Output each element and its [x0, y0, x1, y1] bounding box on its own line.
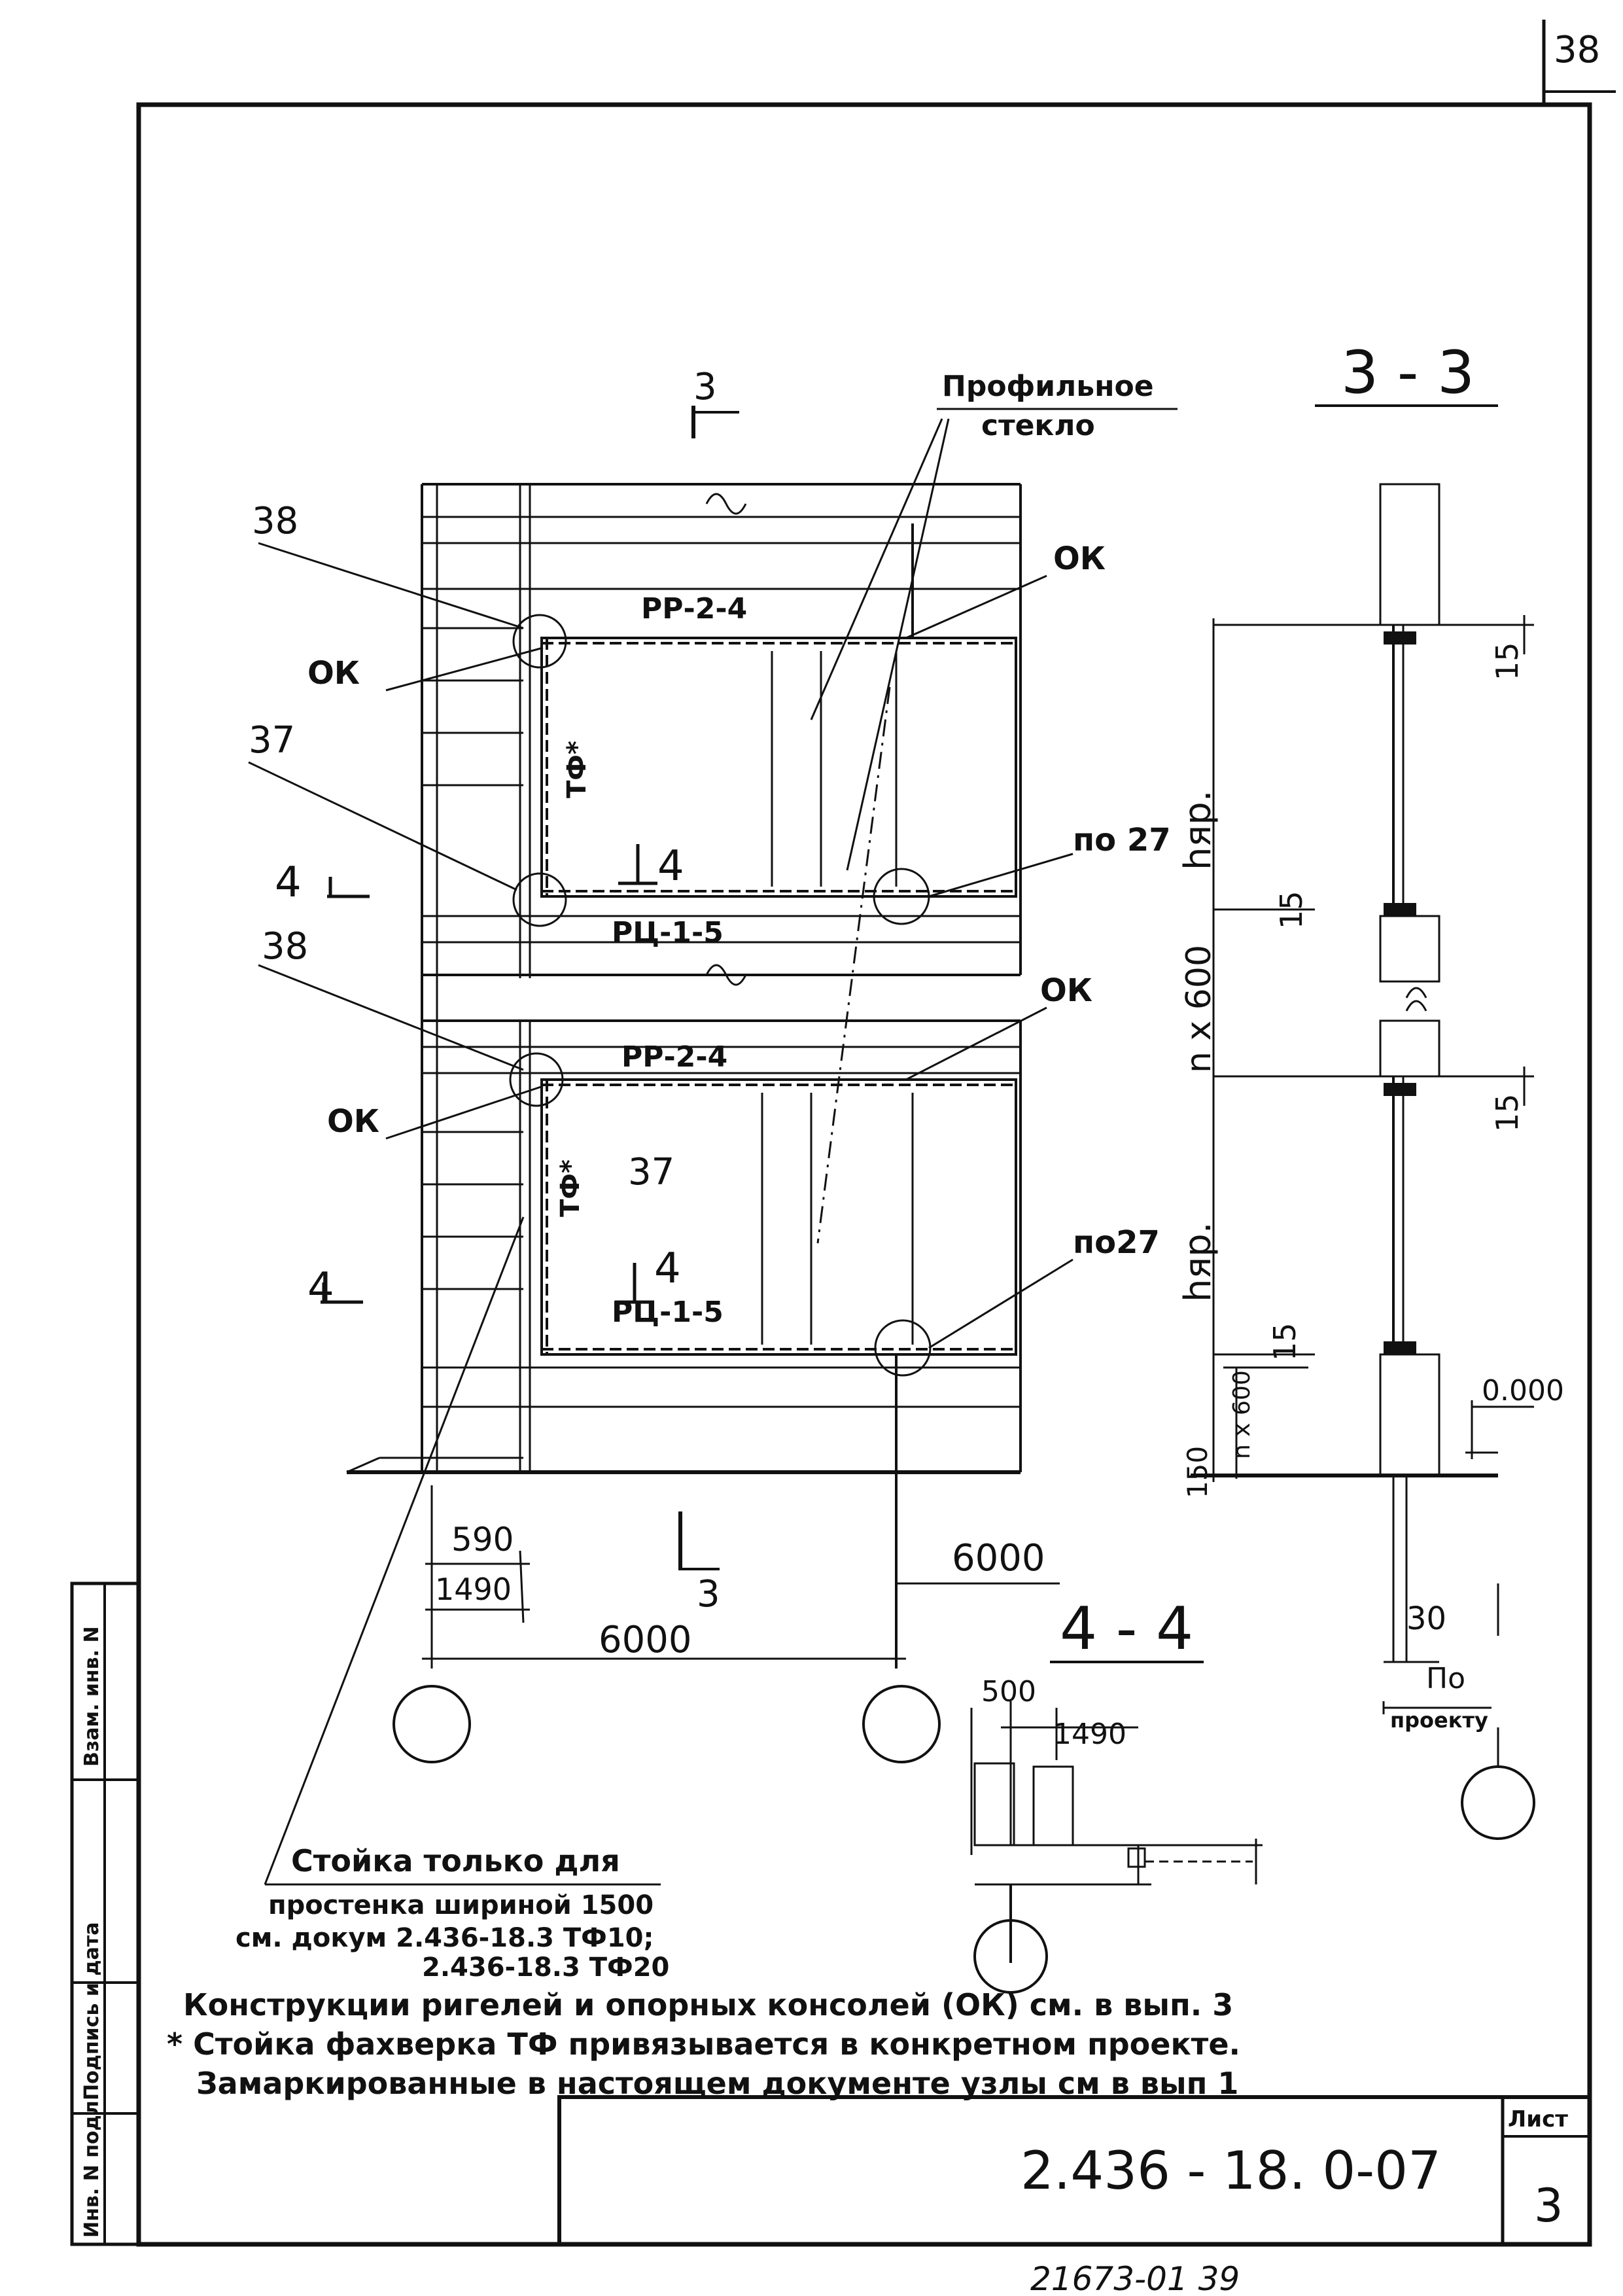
node-37-lower: 37	[628, 1151, 674, 1193]
general-note-line-1: Конструкции ригелей и опорных консолей (…	[183, 1987, 1233, 2022]
ok-label-1: ОК	[307, 655, 360, 692]
profile-glass-label-1: Профильное	[942, 370, 1154, 403]
beam-lower-bottom: РЦ-1-5	[612, 1296, 724, 1329]
post-note-line-2: простенка шириной 1500	[268, 1890, 654, 1920]
h-lower: hяр.	[1177, 1222, 1219, 1302]
cut4-left-upper: 4	[275, 858, 302, 907]
dim-15-c: 15	[1490, 1093, 1525, 1132]
dim-1490-section: 1490	[1053, 1718, 1126, 1751]
section-4-4-title: 4 - 4	[1060, 1595, 1193, 1663]
beam-upper-top: РР-2-4	[641, 592, 747, 626]
dim-15-d: 15	[1267, 1322, 1302, 1361]
post-mark-lower: ТФ*	[555, 1159, 585, 1217]
po-proektu-2: проекту	[1390, 1708, 1488, 1733]
ok-label-2: ОК	[1053, 540, 1106, 577]
beam-upper-bottom: РЦ-1-5	[612, 916, 724, 949]
stamp-inv-podl: Инв. N подл.	[80, 2093, 103, 2238]
post-note-line-3: см. докум 2.436-18.3 ТФ10;	[236, 1923, 654, 1953]
section-mark-top: 3	[693, 366, 717, 408]
nx600: n x 600	[1179, 945, 1219, 1073]
po-proektu-1: По	[1426, 1662, 1465, 1695]
corner-sheet-number: 38	[1554, 29, 1600, 71]
dim-150: 150	[1181, 1446, 1213, 1498]
beam-lower-top: РР-2-4	[621, 1040, 727, 1074]
dim-30: 30	[1406, 1600, 1446, 1637]
dim-15-b: 15	[1274, 891, 1309, 929]
sheet-number: 3	[1534, 2179, 1563, 2233]
bottom-code: 21673-01 39	[1030, 2260, 1240, 2296]
h-upper: hяр.	[1177, 790, 1219, 870]
section-3-3	[1191, 404, 1535, 1840]
cut4-upper: 4	[657, 842, 684, 891]
node-37-upper: 37	[249, 719, 295, 762]
general-note-line-3: Замаркированные в настоящем документе уз…	[196, 2066, 1238, 2101]
node-38-lower: 38	[262, 925, 308, 968]
post-mark-upper: ТФ*	[562, 741, 592, 798]
sheet-frame	[70, 20, 1616, 2247]
node-38-upper: 38	[252, 500, 298, 542]
stamp-vzam-inv: Взам. инв. N	[80, 1626, 103, 1767]
section-mark-bottom: 3	[697, 1573, 720, 1616]
sheet-label: Лист	[1508, 2106, 1568, 2132]
profile-glass-label-2: стекло	[981, 409, 1095, 442]
facade-elevation	[248, 406, 1178, 1886]
ok-label-3: ОК	[327, 1103, 379, 1140]
level-0000: 0.000	[1482, 1374, 1564, 1407]
dim-6000-a: 6000	[599, 1619, 692, 1661]
post-note-line-4: 2.436-18.3 ТФ20	[422, 1952, 669, 1983]
general-note-line-2: * Стойка фахверка ТФ привязывается в кон…	[167, 2026, 1240, 2062]
po27-upper: по 27	[1073, 822, 1171, 858]
post-note-line-1: Стойка только для	[291, 1843, 620, 1879]
stamp-podpis-data: Подпись и дата	[80, 1922, 103, 2100]
po27-lower: по27	[1073, 1224, 1160, 1261]
dim-15-a: 15	[1490, 642, 1525, 680]
dim-500: 500	[981, 1675, 1036, 1708]
cut4-left-lower: 4	[307, 1264, 334, 1313]
document-code: 2.436 - 18. 0-07	[1021, 2140, 1441, 2201]
cut4-lower: 4	[654, 1245, 681, 1293]
dim-590: 590	[451, 1521, 514, 1559]
section-4-4	[970, 1661, 1263, 1994]
dim-1490: 1490	[435, 1572, 512, 1607]
nx600-small: n x 600	[1229, 1370, 1255, 1459]
dim-6000-b: 6000	[952, 1537, 1045, 1580]
ok-label-4: ОК	[1040, 972, 1092, 1009]
section-3-3-title: 3 - 3	[1341, 338, 1475, 407]
